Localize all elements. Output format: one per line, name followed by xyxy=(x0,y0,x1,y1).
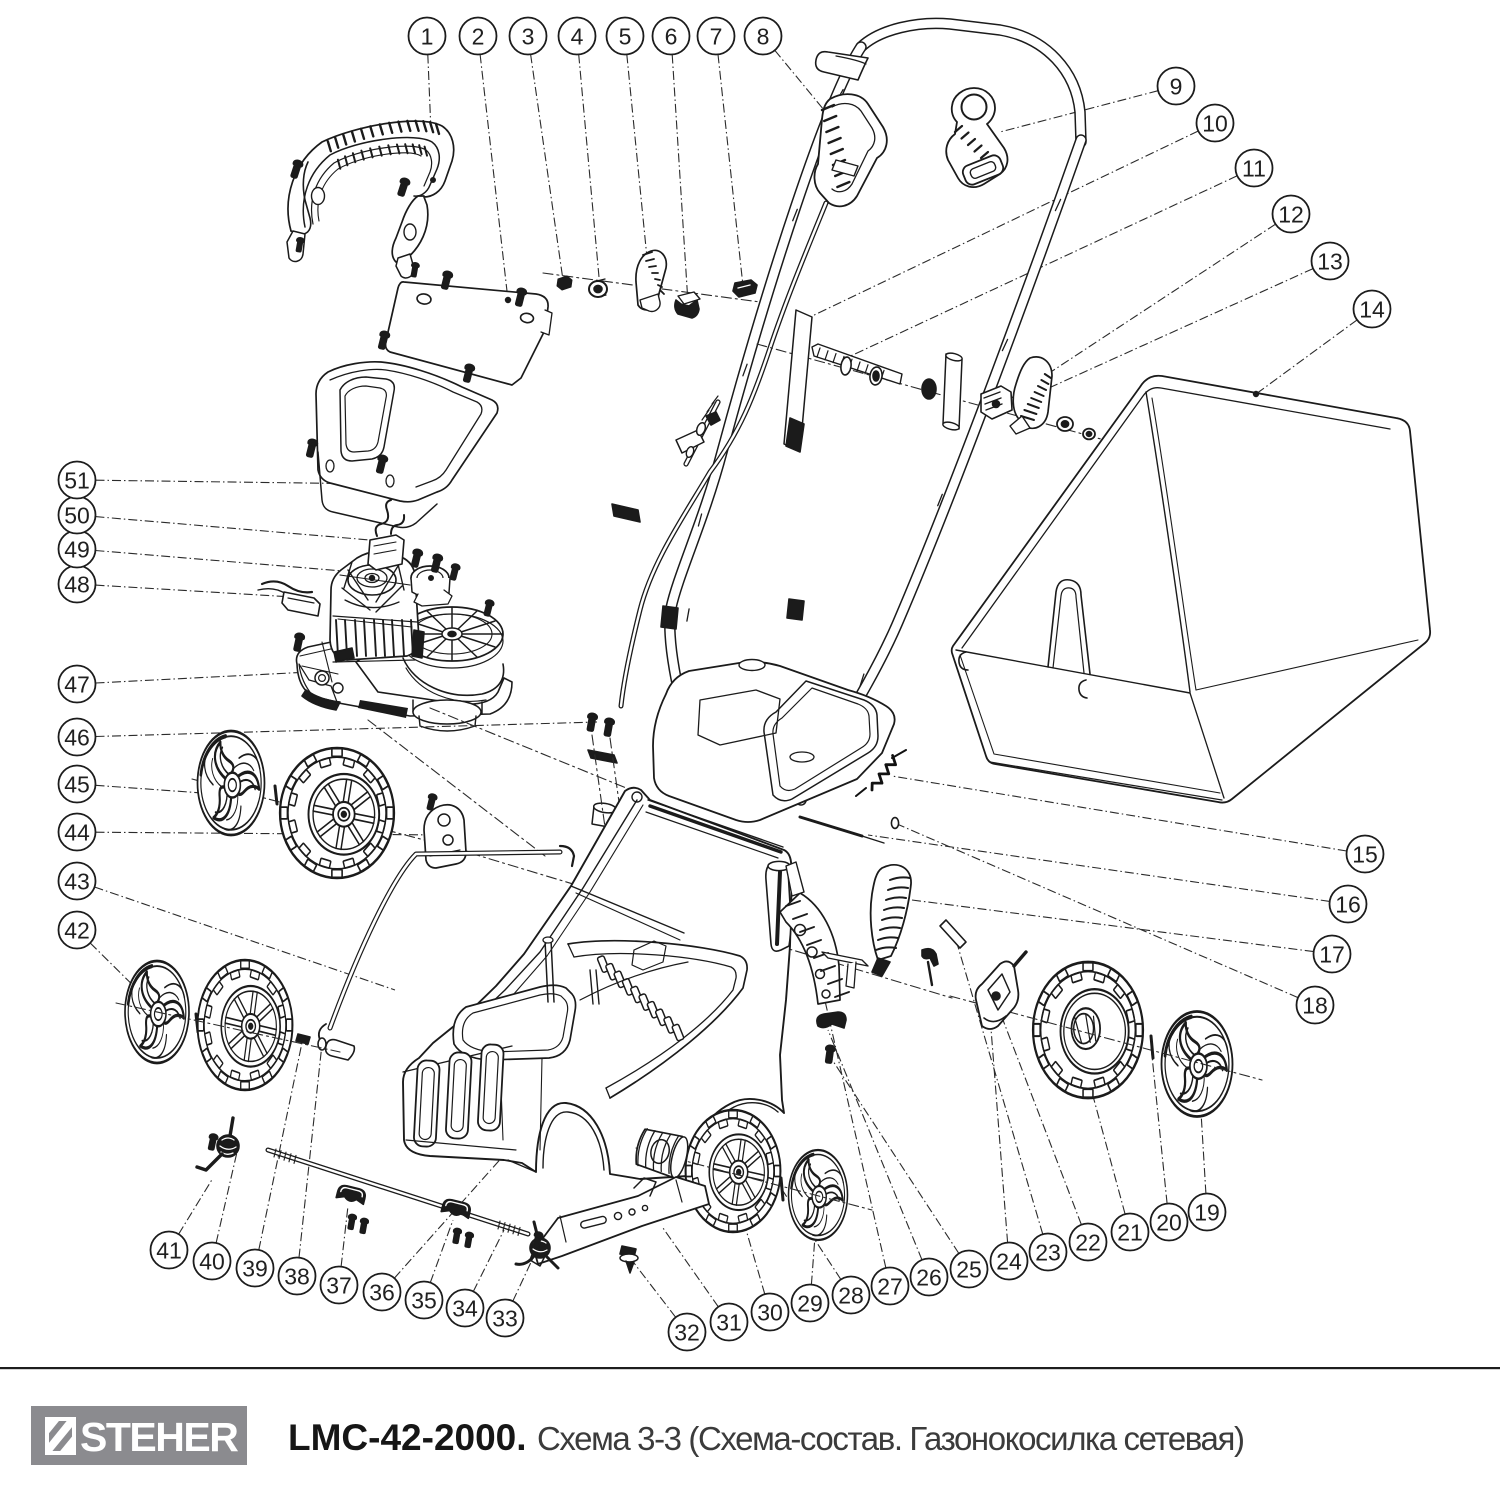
svg-text:12: 12 xyxy=(1278,202,1304,228)
svg-text:19: 19 xyxy=(1194,1200,1220,1226)
svg-text:39: 39 xyxy=(242,1256,268,1282)
svg-text:38: 38 xyxy=(284,1264,310,1290)
svg-text:46: 46 xyxy=(64,725,90,751)
svg-text:27: 27 xyxy=(877,1274,903,1300)
svg-text:LMC-42-2000.: LMC-42-2000. xyxy=(288,1417,527,1458)
svg-text:17: 17 xyxy=(1319,942,1345,968)
svg-text:23: 23 xyxy=(1035,1240,1061,1266)
svg-text:9: 9 xyxy=(1170,74,1183,100)
svg-text:50: 50 xyxy=(64,503,90,529)
svg-text:5: 5 xyxy=(619,24,632,50)
svg-text:25: 25 xyxy=(956,1257,982,1283)
svg-text:Схема 3-3 (Схема-состав. Газон: Схема 3-3 (Схема-состав. Газонокосилка с… xyxy=(537,1420,1244,1457)
svg-text:43: 43 xyxy=(64,869,90,895)
svg-text:32: 32 xyxy=(674,1320,700,1346)
svg-text:47: 47 xyxy=(64,672,90,698)
svg-text:36: 36 xyxy=(369,1280,395,1306)
svg-text:45: 45 xyxy=(64,772,90,798)
svg-text:29: 29 xyxy=(797,1291,823,1317)
svg-text:37: 37 xyxy=(326,1273,352,1299)
svg-text:18: 18 xyxy=(1302,993,1328,1019)
svg-text:16: 16 xyxy=(1335,892,1361,918)
svg-text:2: 2 xyxy=(472,24,485,50)
svg-text:35: 35 xyxy=(411,1288,437,1314)
svg-text:8: 8 xyxy=(757,24,770,50)
svg-text:44: 44 xyxy=(64,820,90,846)
svg-text:34: 34 xyxy=(452,1296,478,1322)
svg-text:24: 24 xyxy=(996,1249,1022,1275)
svg-text:4: 4 xyxy=(571,24,584,50)
svg-text:33: 33 xyxy=(492,1306,518,1332)
svg-text:20: 20 xyxy=(1156,1210,1182,1236)
svg-text:28: 28 xyxy=(838,1283,864,1309)
svg-text:7: 7 xyxy=(710,24,723,50)
svg-text:48: 48 xyxy=(64,572,90,598)
svg-text:49: 49 xyxy=(64,537,90,563)
svg-text:10: 10 xyxy=(1202,111,1228,137)
svg-text:13: 13 xyxy=(1317,249,1343,275)
svg-text:21: 21 xyxy=(1117,1220,1143,1246)
svg-text:3: 3 xyxy=(522,24,535,50)
svg-text:40: 40 xyxy=(199,1249,225,1275)
svg-text:30: 30 xyxy=(757,1300,783,1326)
svg-text:51: 51 xyxy=(64,468,90,494)
svg-text:22: 22 xyxy=(1075,1230,1101,1256)
svg-text:1: 1 xyxy=(421,24,434,50)
svg-text:41: 41 xyxy=(156,1238,182,1264)
svg-text:42: 42 xyxy=(64,918,90,944)
svg-text:15: 15 xyxy=(1352,842,1378,868)
svg-text:11: 11 xyxy=(1242,156,1266,182)
svg-text:26: 26 xyxy=(916,1265,942,1291)
svg-text:14: 14 xyxy=(1359,297,1385,323)
svg-text:6: 6 xyxy=(665,24,678,50)
svg-text:31: 31 xyxy=(716,1310,742,1336)
svg-text:STEHER: STEHER xyxy=(80,1414,238,1460)
